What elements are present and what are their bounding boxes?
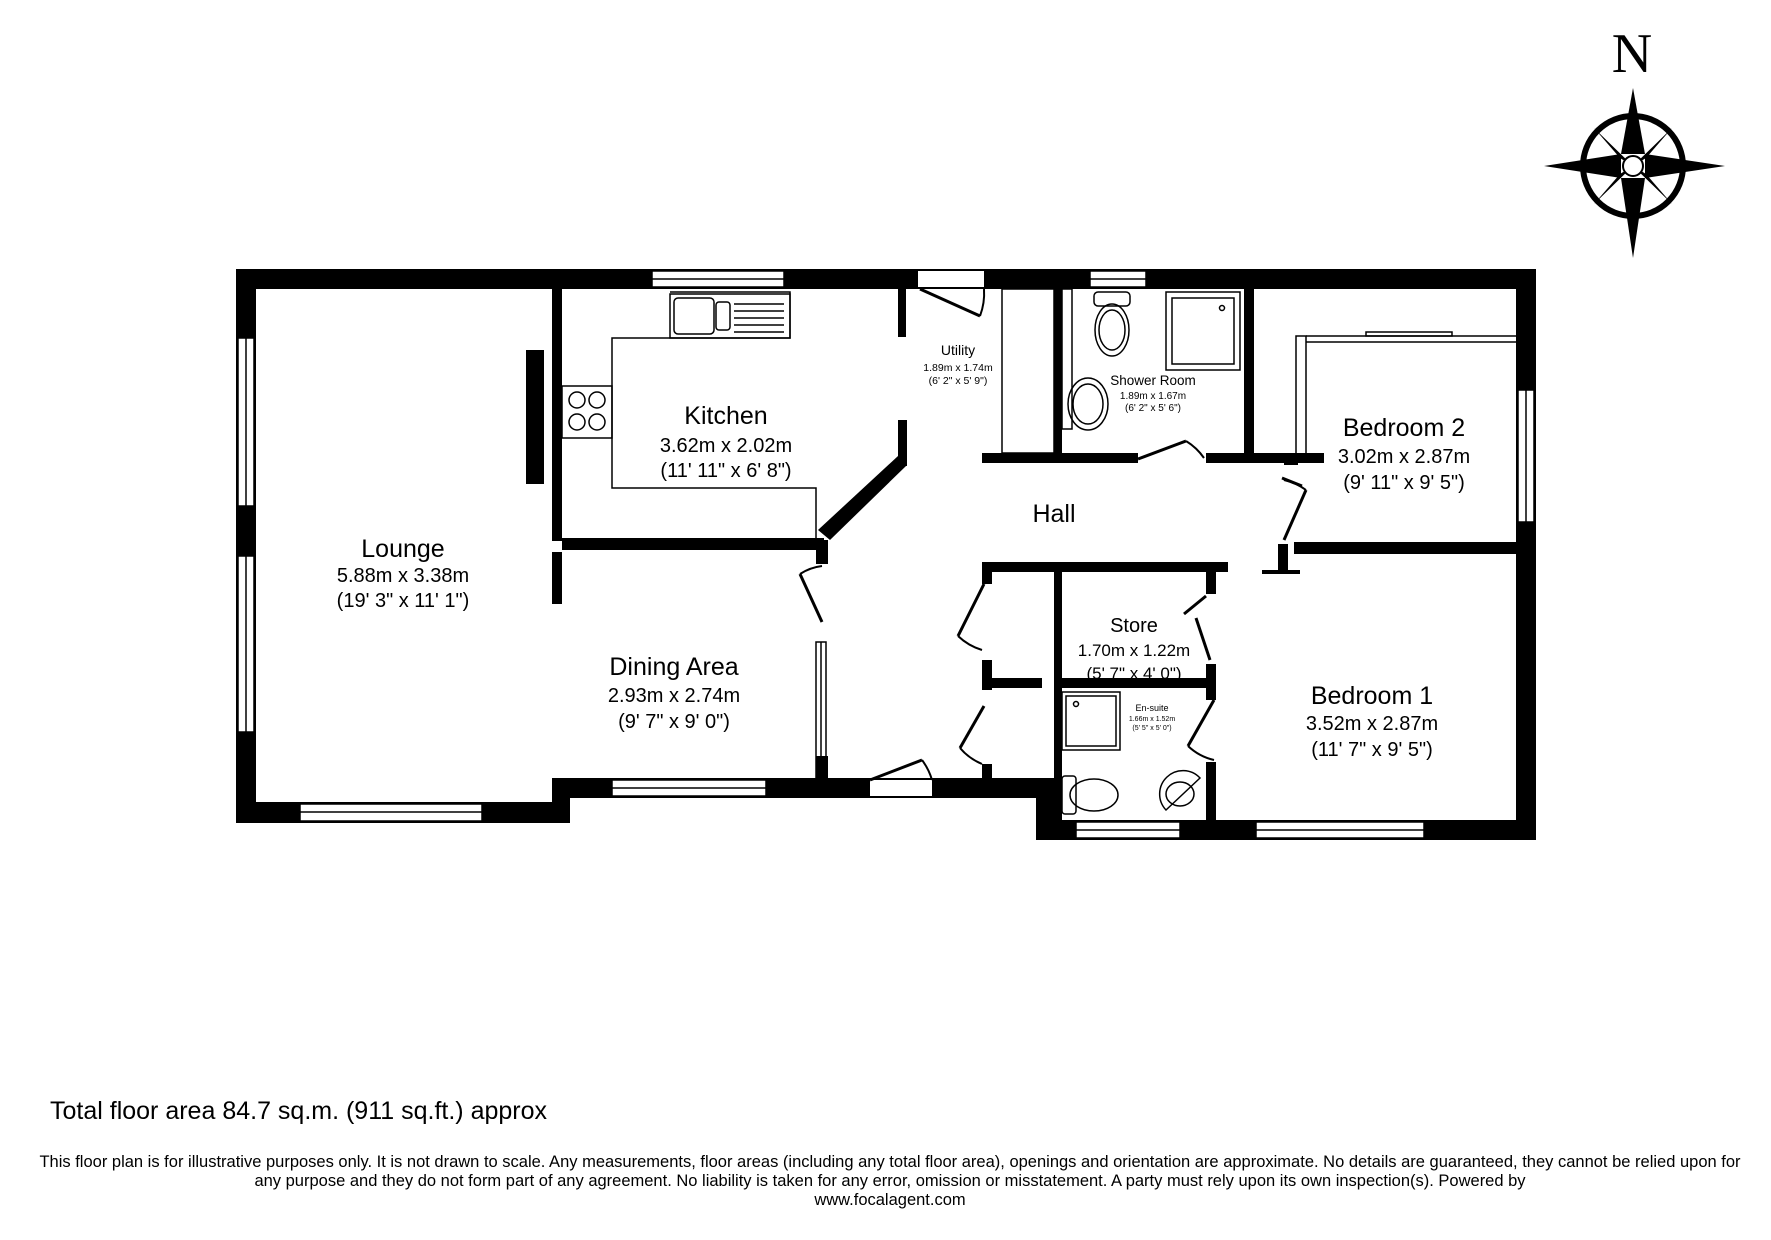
- room-dims-store: 1.70m x 1.22m: [1078, 641, 1190, 660]
- room-dims-bedroom1-imperial: (11' 7" x 9' 5"): [1311, 739, 1433, 761]
- toilet-icon: [1093, 291, 1131, 307]
- room-label-shower-room: Shower Room: [1110, 373, 1196, 388]
- sink-icon: [669, 293, 791, 339]
- room-label-ensuite: En-suite: [1135, 703, 1168, 713]
- disclaimer-text: This floor plan is for illustrative purp…: [39, 1153, 1741, 1190]
- room-dims-dining: 2.93m x 2.74m: [608, 685, 740, 707]
- room-dims-bedroom2-imperial: (9' 11" x 9' 5"): [1343, 472, 1465, 494]
- basin-icon: [1067, 377, 1109, 431]
- internal-walls: [526, 289, 1536, 840]
- room-dims-kitchen: 3.62m x 2.02m: [660, 435, 792, 457]
- website-link[interactable]: www.focalagent.com: [814, 1191, 966, 1209]
- room-dims-ensuite: 1.66m x 1.52m: [1129, 716, 1175, 723]
- room-dims-bedroom2: 3.02m x 2.87m: [1338, 446, 1470, 468]
- room-label-bedroom1: Bedroom 1: [1311, 682, 1433, 710]
- hob-icon: [561, 385, 613, 439]
- room-dims-kitchen-imperial: (11' 11" x 6' 8"): [660, 460, 791, 482]
- room-label-dining: Dining Area: [609, 653, 738, 681]
- room-label-lounge: Lounge: [361, 535, 444, 563]
- room-dims-bedroom1: 3.52m x 2.87m: [1306, 713, 1438, 735]
- room-dims-dining-imperial: (9' 7" x 9' 0"): [618, 711, 730, 733]
- room-dims-shower-room-imperial: (6' 2" x 5' 6"): [1125, 403, 1181, 414]
- shower-tray-icon: [1165, 291, 1241, 371]
- room-dims-lounge-imperial: (19' 3" x 11' 1"): [337, 590, 470, 612]
- room-label-utility: Utility: [941, 342, 975, 358]
- room-dims-utility: 1.89m x 1.74m: [923, 362, 993, 374]
- disclaimer: This floor plan is for illustrative purp…: [30, 1153, 1750, 1210]
- room-dims-utility-imperial: (6' 2" x 5' 9"): [929, 375, 988, 387]
- room-dims-ensuite-imperial: (5' 5" x 5' 0"): [1132, 725, 1171, 732]
- room-labels: Lounge 5.88m x 3.38m (19' 3" x 11' 1") K…: [337, 342, 1470, 761]
- ensuite-basin-icon: [1158, 769, 1202, 812]
- ensuite-toilet-icon: [1061, 775, 1077, 815]
- fixtures: [561, 288, 1516, 815]
- room-label-kitchen: Kitchen: [684, 402, 767, 430]
- room-label-store: Store: [1110, 615, 1158, 637]
- compass-icon: N: [1544, 23, 1725, 258]
- room-label-bedroom2: Bedroom 2: [1343, 414, 1465, 442]
- room-label-hall: Hall: [1032, 500, 1075, 528]
- total-floor-area: Total floor area 84.7 sq.m. (911 sq.ft.)…: [50, 1097, 548, 1125]
- doors: [798, 271, 1308, 796]
- compass-north-label: N: [1612, 23, 1652, 85]
- room-dims-store-imperial: (5' 7" x 4' 0"): [1086, 664, 1181, 683]
- windows: [237, 270, 1535, 839]
- room-dims-shower-room: 1.89m x 1.67m: [1120, 391, 1186, 402]
- room-dims-lounge: 5.88m x 3.38m: [337, 565, 469, 587]
- ensuite-shower-icon: [1061, 691, 1121, 751]
